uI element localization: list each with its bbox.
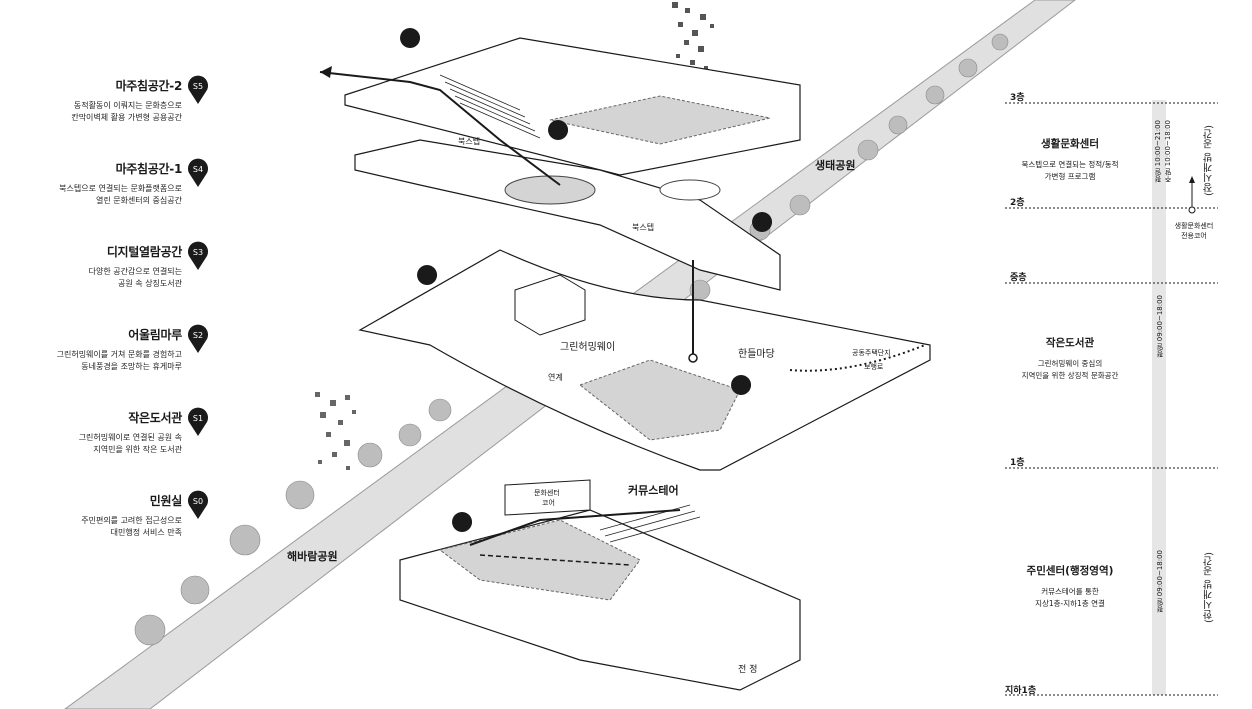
label-limited-hours: (한시개방 공간) [1204, 552, 1215, 623]
path-arrow-s0 [469, 509, 681, 546]
slab-3f [344, 37, 801, 176]
label-walkway: 보행로 [864, 363, 884, 371]
pin-label: S3 [193, 248, 203, 257]
pixel-cloud-left [315, 392, 356, 470]
hours-culture-weekend: 주말 10:00~18:00 [1164, 120, 1172, 183]
commu-stair [599, 504, 701, 543]
pin-s5-drawing [400, 28, 421, 48]
label-housing: 공동주택단지 [852, 349, 891, 357]
path-dotted-housing [789, 344, 926, 372]
pin-s3-drawing [752, 212, 773, 232]
path-dashed-s0 [479, 554, 631, 566]
platform-2f [504, 175, 596, 205]
stair-3f [439, 74, 541, 139]
pin-s5-icon: S5 [188, 75, 208, 104]
pin-label: S0 [193, 497, 203, 506]
platform-2f-right [659, 179, 721, 201]
label-eco-park: 생태공원 [815, 159, 856, 172]
floor-2f: 2층 [1010, 198, 1025, 208]
pin-s4-drawing [548, 120, 569, 140]
cube-volume [514, 274, 586, 336]
space-title: 디지털열람공간 [106, 245, 182, 259]
path-arrow-s5 [319, 71, 561, 186]
label-commu-stair: 커뮤스테어 [628, 484, 679, 497]
label-haebaram-park: 해바람공원 [287, 550, 338, 563]
label-handeul: 한들마당 [738, 349, 775, 360]
hours-bar [1152, 100, 1166, 695]
label-culture-core: 문화센터 [534, 489, 560, 497]
zone-3f-highlight [549, 95, 771, 145]
pin-s1-icon: S1 [188, 407, 208, 436]
space-title: 민원실 [149, 494, 183, 508]
label-green-humming: 그린허밍웨이 [560, 342, 616, 353]
core-box [504, 479, 591, 516]
arrowhead-s5 [320, 66, 332, 78]
label-connect: 연계 [548, 373, 563, 382]
slab-1f [358, 249, 931, 471]
label-culture-core-2: 코어 [542, 499, 555, 507]
space-title: 마주침공간-2 [115, 79, 183, 93]
core-node [688, 353, 698, 363]
zone-b1-highlight [438, 519, 641, 601]
label-jeonbo: 전 정 [738, 665, 758, 675]
floor-b1: 지하1층 [1005, 686, 1037, 696]
space-title: 작은도서관 [128, 411, 182, 425]
hours-library: 평일 09:00~18:00 [1156, 295, 1164, 358]
pixel-cloud-top [672, 2, 714, 70]
pin-s3-icon: S3 [188, 241, 208, 270]
pin-s0-drawing [452, 512, 473, 532]
label-book-step-upper: 북스텝 [458, 137, 481, 146]
core-arrowhead [1189, 176, 1195, 183]
core-dot [1188, 206, 1196, 214]
slab-2f [354, 139, 781, 291]
space-title: 마주침공간-1 [115, 162, 183, 176]
floor-3f: 3층 [1010, 93, 1025, 103]
pin-label: S2 [193, 331, 203, 340]
pin-label: S5 [193, 82, 203, 91]
pin-s2-drawing [417, 265, 438, 285]
pin-s1-drawing [731, 375, 752, 395]
pin-s2-icon: S2 [188, 324, 208, 353]
hours-community: 평일 09:00~18:00 [1156, 550, 1164, 613]
tree-row [134, 33, 1009, 646]
zone-library-highlight [578, 359, 741, 441]
label-long-hours: (장시개방 공간) [1204, 125, 1215, 196]
pin-s0-icon: S0 [188, 490, 208, 519]
pin-s4-icon: S4 [188, 158, 208, 187]
pin-label: S4 [193, 165, 203, 174]
floor-mezzanine: 중층 [1010, 273, 1027, 283]
section-title: 작은도서관 [1045, 337, 1095, 349]
section-title: 생활문화센터 [1041, 138, 1099, 150]
hours-culture-weekday: 평일 10:00~21:00 [1154, 120, 1162, 183]
section-title: 주민센터(행정영역) [1026, 565, 1114, 577]
space-title: 어울림마루 [128, 328, 182, 342]
floor-1f: 1층 [1010, 458, 1025, 468]
label-book-step-lower: 북스텝 [632, 223, 655, 232]
pin-label: S1 [193, 414, 203, 423]
